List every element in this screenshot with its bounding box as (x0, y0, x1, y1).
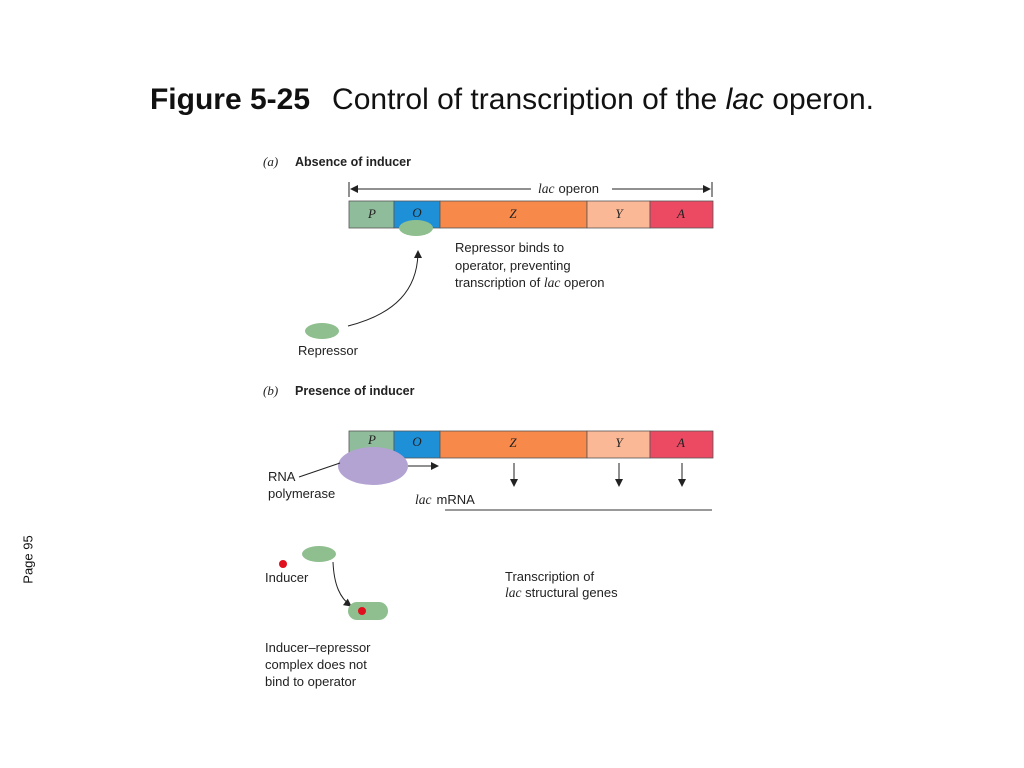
repressor-label: Repressor (298, 343, 359, 358)
rna-polymerase-leader (298, 462, 341, 478)
a-gene-segment (649, 200, 714, 229)
repressor-binding-arrow (347, 250, 422, 327)
gene-bar-b: P O Z Y A (348, 430, 714, 459)
transcription-note-line2: lac structural genes (505, 585, 618, 600)
a-gene-segment (649, 430, 714, 459)
transcription-note-line1: Transcription of (505, 569, 594, 584)
inducer-molecule (279, 560, 287, 568)
repressor-note-line1: Repressor binds to (455, 240, 564, 255)
free-repressor (305, 323, 339, 339)
complex-note-line3: bind to operator (265, 674, 357, 689)
gene-label-a: A (676, 435, 685, 450)
z-gene-segment (439, 430, 588, 459)
inducer-label: Inducer (265, 570, 309, 585)
gene-label-p: P (367, 206, 376, 221)
y-gene-segment (586, 200, 651, 229)
title-italic: lac (725, 83, 764, 116)
rna-polymerase (338, 447, 408, 485)
gene-label-z: Z (509, 206, 517, 221)
gene-label-a: A (676, 206, 685, 221)
bound-inducer (358, 607, 366, 615)
figure-number: Figure 5-25 (149, 83, 311, 116)
gene-label-z: Z (509, 435, 517, 450)
title-text-end: operon. (763, 83, 875, 116)
gene-label-y: Y (615, 435, 624, 450)
free-repressor-b (302, 546, 336, 562)
bound-repressor (399, 220, 433, 236)
z-gene-segment (439, 200, 588, 229)
panel-a-letter: (a) (263, 154, 278, 169)
gene-bar-a: P O Z Y A (348, 200, 714, 229)
gene-label-o: O (412, 434, 422, 449)
gene-label-o: O (412, 205, 422, 220)
gene-label-y: Y (615, 206, 624, 221)
repressor-note-line2: operator, preventing (455, 258, 571, 273)
promoter-segment (348, 200, 395, 229)
title-text: Control of transcription of the (332, 83, 726, 116)
figure-title: Figure 5-25 Control of transcription of t… (0, 82, 1024, 118)
operator-segment (393, 430, 441, 459)
panel-b-heading: Presence of inducer (295, 384, 415, 398)
complex-note-line2: complex does not (265, 657, 367, 672)
inducer-repressor-complex (348, 602, 388, 620)
complex-formation-arrow (332, 561, 352, 607)
gene-label-p: P (367, 432, 376, 447)
rna-polymerase-label-line2: polymerase (268, 486, 335, 501)
repressor-note-line3: transcription of lac operon (455, 275, 604, 290)
rna-polymerase-label-line1: RNA (268, 469, 296, 484)
panel-a-heading: Absence of inducer (295, 155, 411, 169)
panel-b-letter: (b) (263, 383, 278, 398)
complex-note-line1: Inducer–repressor (265, 640, 371, 655)
operon-label-bg (531, 181, 612, 197)
